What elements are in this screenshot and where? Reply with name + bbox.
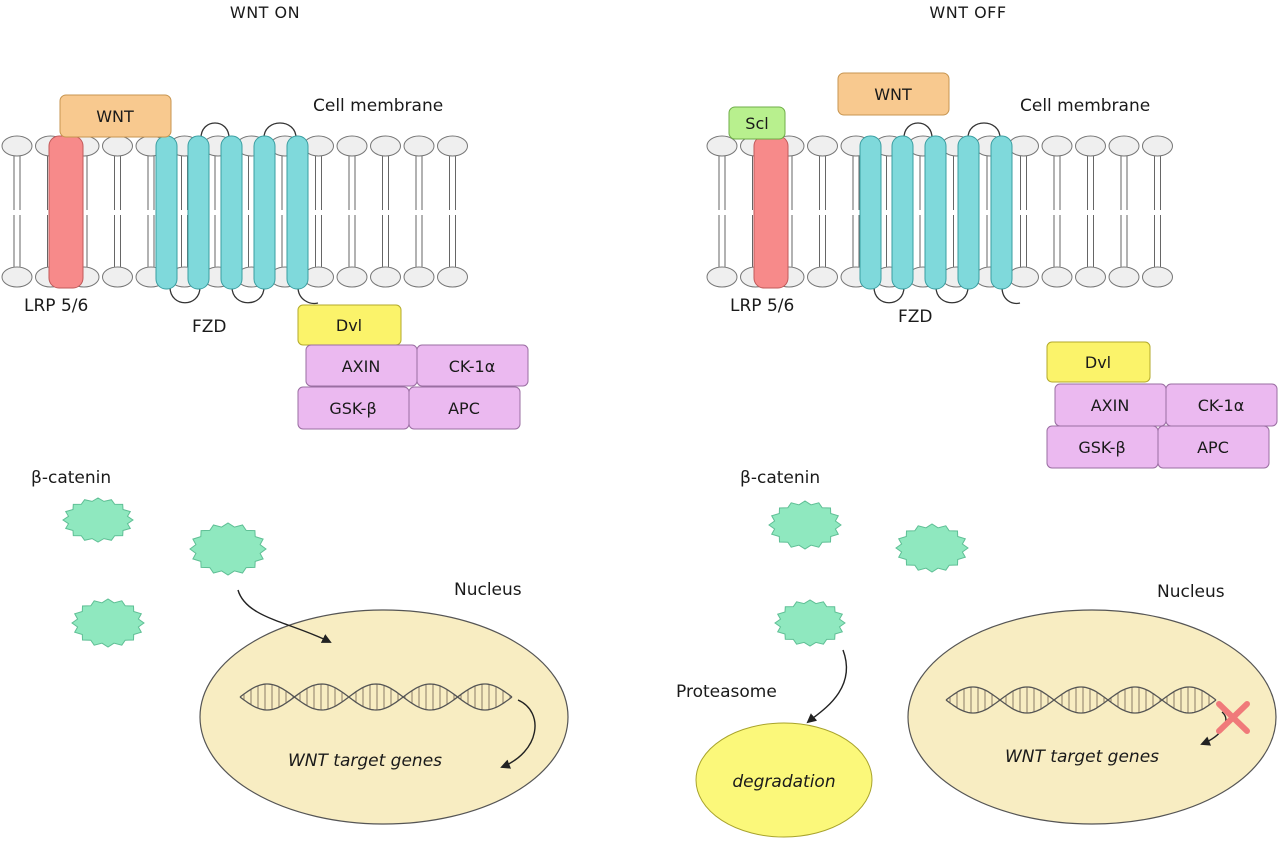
transcription-arrow <box>500 699 536 769</box>
axin-label: AXIN <box>1091 396 1130 415</box>
fzd-receptor-left <box>155 135 309 290</box>
fzd-loops-right <box>873 122 1021 305</box>
cell-membrane-label: Cell membrane <box>313 96 443 116</box>
wnt-ligand-label: WNT <box>96 107 134 126</box>
target-genes-label: WNT target genes <box>1005 747 1159 767</box>
translocation-arrow <box>237 589 332 643</box>
proteasome <box>695 722 873 838</box>
degradation-label: degradation <box>732 772 835 792</box>
lrp-label: LRP 5/6 <box>730 296 794 316</box>
beta-catenin-label: β-catenin <box>31 468 111 488</box>
panel-title-wnt-off: WNT OFF <box>929 3 1006 22</box>
nucleus-label: Nucleus <box>454 580 522 600</box>
lrp-label: LRP 5/6 <box>24 296 88 316</box>
destruction-complex-right: Dvl AXIN CK-1α GSK-β APC <box>1046 341 1278 469</box>
destruction-complex-left: Dvl AXIN CK-1α GSK-β APC <box>297 304 529 430</box>
dna-helix-right <box>945 686 1217 714</box>
proteasome-label: Proteasome <box>676 682 777 702</box>
panel-title-wnt-on: WNT ON <box>230 3 300 22</box>
lrp-receptor-left <box>48 135 84 289</box>
gsk-label: GSK-β <box>1078 438 1125 457</box>
fzd-label: FZD <box>898 307 933 327</box>
nucleus-label: Nucleus <box>1157 582 1225 602</box>
fzd-label: FZD <box>192 317 227 337</box>
wnt-ligand-left: WNT <box>59 94 172 138</box>
degradation-arrow <box>806 649 848 724</box>
sclerostin-inhibitor: Scl <box>728 106 786 140</box>
axin-label: AXIN <box>342 357 381 376</box>
wnt-ligand-right: WNT <box>837 72 950 116</box>
panel-wnt-off: WNT OFF Scl WNT Cell membrane LRP 5/6 <box>676 3 1278 838</box>
cell-membrane-label: Cell membrane <box>1020 96 1150 116</box>
ck1a-label: CK-1α <box>1198 396 1244 415</box>
wnt-ligand-label: WNT <box>874 85 912 104</box>
nucleus-left <box>199 609 569 825</box>
fzd-loops-left <box>169 122 319 305</box>
panel-wnt-on: WNT ON WNT Cell membrane LRP 5/6 F <box>1 3 569 825</box>
dvl-label: Dvl <box>1085 353 1111 372</box>
beta-catenin-molecules-right <box>768 500 969 647</box>
gsk-label: GSK-β <box>329 399 376 418</box>
target-genes-label: WNT target genes <box>288 751 442 771</box>
inhibition-x-icon <box>1216 701 1250 734</box>
beta-catenin-label: β-catenin <box>740 468 820 488</box>
apc-label: APC <box>1197 438 1229 457</box>
dna-helix-left <box>239 683 513 711</box>
nucleus-right <box>907 609 1277 825</box>
fzd-receptor-right <box>859 135 1013 290</box>
lrp-receptor-right <box>753 135 789 289</box>
scl-label: Scl <box>745 114 768 133</box>
beta-catenin-molecules-left <box>62 497 267 648</box>
apc-label: APC <box>448 399 480 418</box>
ck1a-label: CK-1α <box>449 357 495 376</box>
dvl-label: Dvl <box>336 316 362 335</box>
